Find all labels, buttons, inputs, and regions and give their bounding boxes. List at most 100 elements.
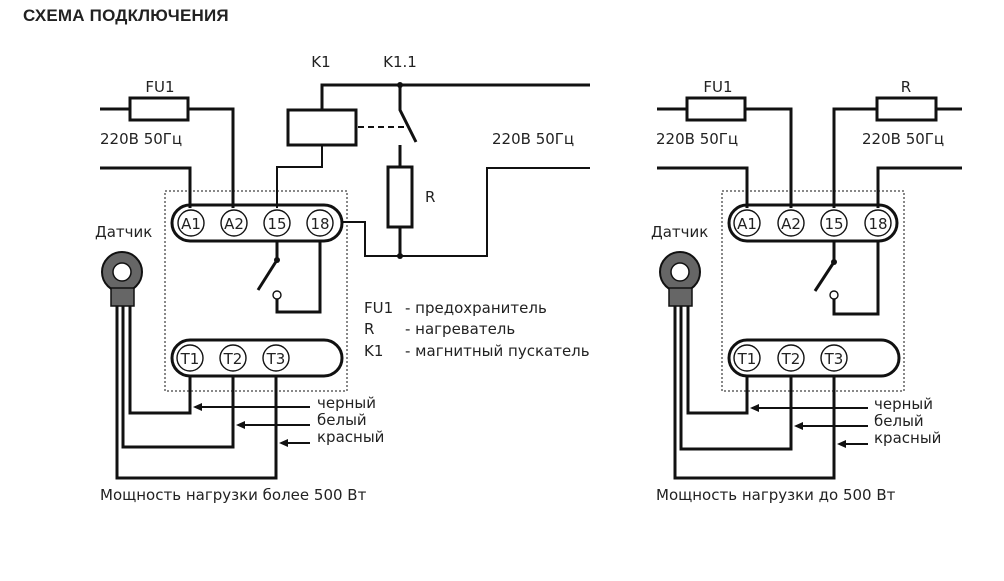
wire-18: [876, 166, 962, 208]
relay-wire: [832, 241, 880, 316]
terminal-a1[interactable]: [177, 209, 205, 237]
terminal-strip-bottom: [170, 338, 344, 378]
contactor-coil-icon: [286, 108, 358, 147]
sensor-body: [110, 287, 135, 307]
wire-black: [686, 306, 749, 415]
terminal-a1[interactable]: [733, 209, 761, 237]
relay-box: [164, 190, 348, 392]
sensor-hole: [670, 262, 690, 282]
wire-label-red: красный: [874, 429, 941, 447]
legend: FU1 - предохранитель R - нагреватель K1 …: [364, 299, 590, 360]
heater-icon: [875, 96, 938, 122]
terminal-18[interactable]: [864, 209, 892, 237]
wire-a2: [745, 107, 793, 208]
wire-label-red: красный: [317, 428, 384, 446]
caption-right: Мощность нагрузки до 500 Вт: [656, 486, 896, 504]
supply-label-right: 220В 50Гц: [492, 130, 574, 148]
arrow-icon: [193, 403, 202, 411]
terminal-label: T2: [223, 350, 243, 368]
fuse-icon: [128, 96, 190, 122]
arrow-icon: [236, 421, 245, 429]
terminal-label: 15: [824, 215, 843, 233]
arrow-icon: [837, 440, 846, 448]
terminals-bottom: T1 T2 T3: [733, 344, 848, 372]
terminals-top: A1 A2 15 18: [177, 209, 334, 237]
heater-label: R: [425, 188, 435, 206]
terminal-t3[interactable]: [820, 344, 848, 372]
fuse-icon: [685, 96, 747, 122]
legend-symbol: K1: [364, 342, 383, 360]
terminal-label: T1: [180, 350, 200, 368]
wire-white: [121, 306, 235, 449]
fuse-label: FU1: [145, 78, 174, 96]
left-diagram: FU1 220В 50Гц K1 K1.1 R 220В 50Гц A1: [95, 53, 590, 504]
wire-15: [832, 107, 877, 208]
terminal-15[interactable]: [263, 209, 291, 237]
wire-a2: [188, 107, 235, 208]
terminal-15[interactable]: [820, 209, 848, 237]
wire-white: [679, 306, 793, 451]
wire-label-white: белый: [317, 411, 367, 429]
contact-terminal-icon: [272, 290, 282, 300]
relay-wire: [275, 241, 322, 314]
diagram-title: СХЕМА ПОДКЛЮЧЕНИЯ: [23, 6, 229, 25]
wire-15: [276, 145, 323, 208]
neutral-wire: [342, 167, 590, 257]
contactor-label: K1: [311, 53, 330, 71]
heater-icon: [386, 165, 414, 229]
arrow-icon: [279, 439, 288, 447]
wire-label-black: черный: [317, 394, 376, 412]
relay-switch-icon: [813, 261, 836, 292]
relay-switch-icon: [256, 259, 279, 291]
arrow-icon: [750, 404, 759, 412]
right-diagram: FU1 220В 50Гц R 220В 50Гц A1 A2 15 18: [651, 78, 962, 504]
arrow-icon: [794, 422, 803, 430]
terminal-a2[interactable]: [777, 209, 805, 237]
terminal-label: 15: [267, 215, 286, 233]
supply-label-left: 220В 50Гц: [100, 130, 182, 148]
terminal-strip-bottom: [727, 338, 901, 378]
terminal-label: A2: [781, 215, 801, 233]
terminals-bottom: T1 T2 T3: [176, 344, 290, 372]
fuse-label: FU1: [703, 78, 732, 96]
legend-symbol: FU1: [364, 299, 393, 317]
terminal-t1[interactable]: [176, 344, 204, 372]
terminal-label: A1: [181, 215, 201, 233]
wire-label-white: белый: [874, 412, 924, 430]
terminal-label: 18: [310, 215, 329, 233]
legend-desc: - магнитный пускатель: [405, 342, 590, 360]
supply-label-right: 220В 50Гц: [862, 130, 944, 148]
phase-wire: [320, 83, 590, 109]
terminal-t2[interactable]: [777, 344, 805, 372]
terminal-18[interactable]: [306, 209, 334, 237]
legend-desc: - нагреватель: [405, 320, 515, 338]
legend-symbol: R: [364, 320, 374, 338]
sensor-label: Датчик: [651, 223, 708, 241]
sensor-hole: [112, 262, 132, 282]
terminal-label: 18: [868, 215, 887, 233]
terminal-strip-top: [170, 203, 344, 243]
terminal-a2[interactable]: [220, 209, 248, 237]
wire-red: [673, 306, 836, 480]
terminal-label: T3: [824, 350, 844, 368]
contact-terminal-icon: [829, 290, 839, 300]
wire-red: [115, 306, 278, 480]
terminal-t1[interactable]: [733, 344, 761, 372]
sensor-label: Датчик: [95, 223, 152, 241]
legend-desc: - предохранитель: [405, 299, 547, 317]
wire-black: [128, 306, 192, 415]
contact-k1-1-icon: [398, 85, 418, 143]
wire-label-black: черный: [874, 395, 933, 413]
terminal-strip-top: [727, 203, 899, 243]
terminal-label: T1: [737, 350, 757, 368]
wire-a1: [100, 166, 192, 208]
terminal-t3[interactable]: [262, 344, 290, 372]
terminal-label: A1: [737, 215, 757, 233]
caption-left: Мощность нагрузки более 500 Вт: [100, 486, 367, 504]
wire-a1: [657, 166, 749, 208]
heater-label: R: [901, 78, 911, 96]
terminal-t2[interactable]: [219, 344, 247, 372]
terminal-label: A2: [224, 215, 244, 233]
contact-label: K1.1: [383, 53, 417, 71]
